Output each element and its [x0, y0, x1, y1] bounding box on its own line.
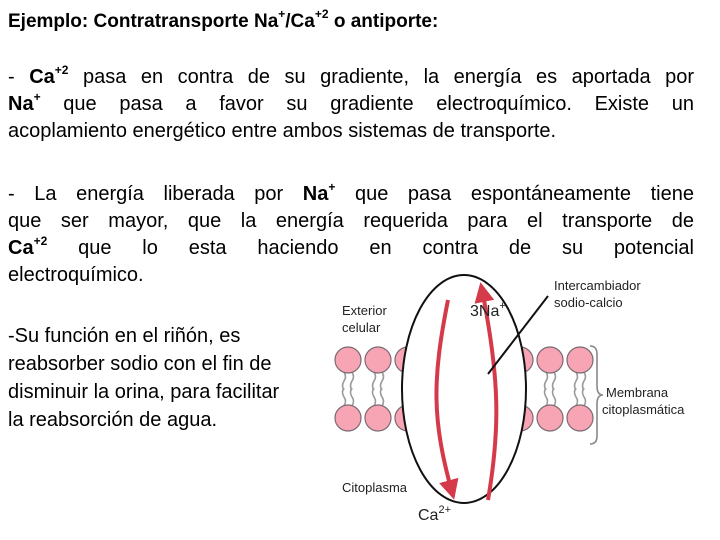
lipid-tail: [349, 387, 355, 407]
exterior-label-line1: Exterior: [342, 303, 387, 318]
sodium-label: 3Na+: [470, 300, 506, 320]
cytoplasm-label: Citoplasma: [342, 480, 408, 495]
lipid-tail: [379, 387, 385, 407]
lipid-tail: [581, 387, 587, 407]
exterior-label-line2: celular: [342, 320, 381, 335]
lipid-head: [364, 346, 392, 374]
calcium-efflux-arrow: [474, 282, 499, 501]
lipid-tail: [379, 371, 385, 391]
membrane-bracket: [589, 345, 604, 445]
paragraph-energy: - La energía liberada por Na+ que pasa e…: [8, 180, 694, 286]
lipid-tail: [551, 387, 557, 407]
lipid-tail: [573, 371, 579, 391]
calcium-label: Ca2+: [418, 504, 451, 524]
lipid-tail: [371, 387, 377, 407]
lipid-tail: [543, 387, 549, 407]
slide-title: Ejemplo: Contratransporte Na+/Ca+2 o ant…: [8, 7, 439, 32]
lipid-tail: [543, 371, 549, 391]
lipid-tail: [551, 371, 557, 391]
lipid-head: [536, 346, 564, 374]
lipid-head: [334, 346, 362, 374]
lipid-head: [334, 404, 362, 432]
lipid-head: [566, 404, 594, 432]
paragraph-kidney-function: -Su función en el riñón, es reabsorber s…: [8, 325, 280, 431]
sodium-influx-arrow: [434, 299, 459, 500]
lipid-tail: [581, 371, 587, 391]
lipid-tail: [349, 371, 355, 391]
exchanger-pointer-line: [487, 295, 549, 375]
paragraph-antiport-coupling: - Ca+2 pasa en contra de su gradiente, l…: [8, 63, 695, 142]
lipid-head: [364, 404, 392, 432]
exchanger-label-line1: Intercambiador: [554, 278, 641, 293]
lipid-head: [566, 346, 594, 374]
lipid-tail: [341, 371, 347, 391]
exchanger-label-line2: sodio-calcio: [554, 295, 623, 310]
lipid-tail: [573, 387, 579, 407]
membrane-label-line1: Membrana: [606, 385, 669, 400]
membrane-label-line2: citoplasmática: [602, 402, 685, 417]
lipid-tail: [371, 371, 377, 391]
lipid-head: [536, 404, 564, 432]
exchanger-protein: [401, 274, 527, 504]
lipid-tail: [341, 387, 347, 407]
